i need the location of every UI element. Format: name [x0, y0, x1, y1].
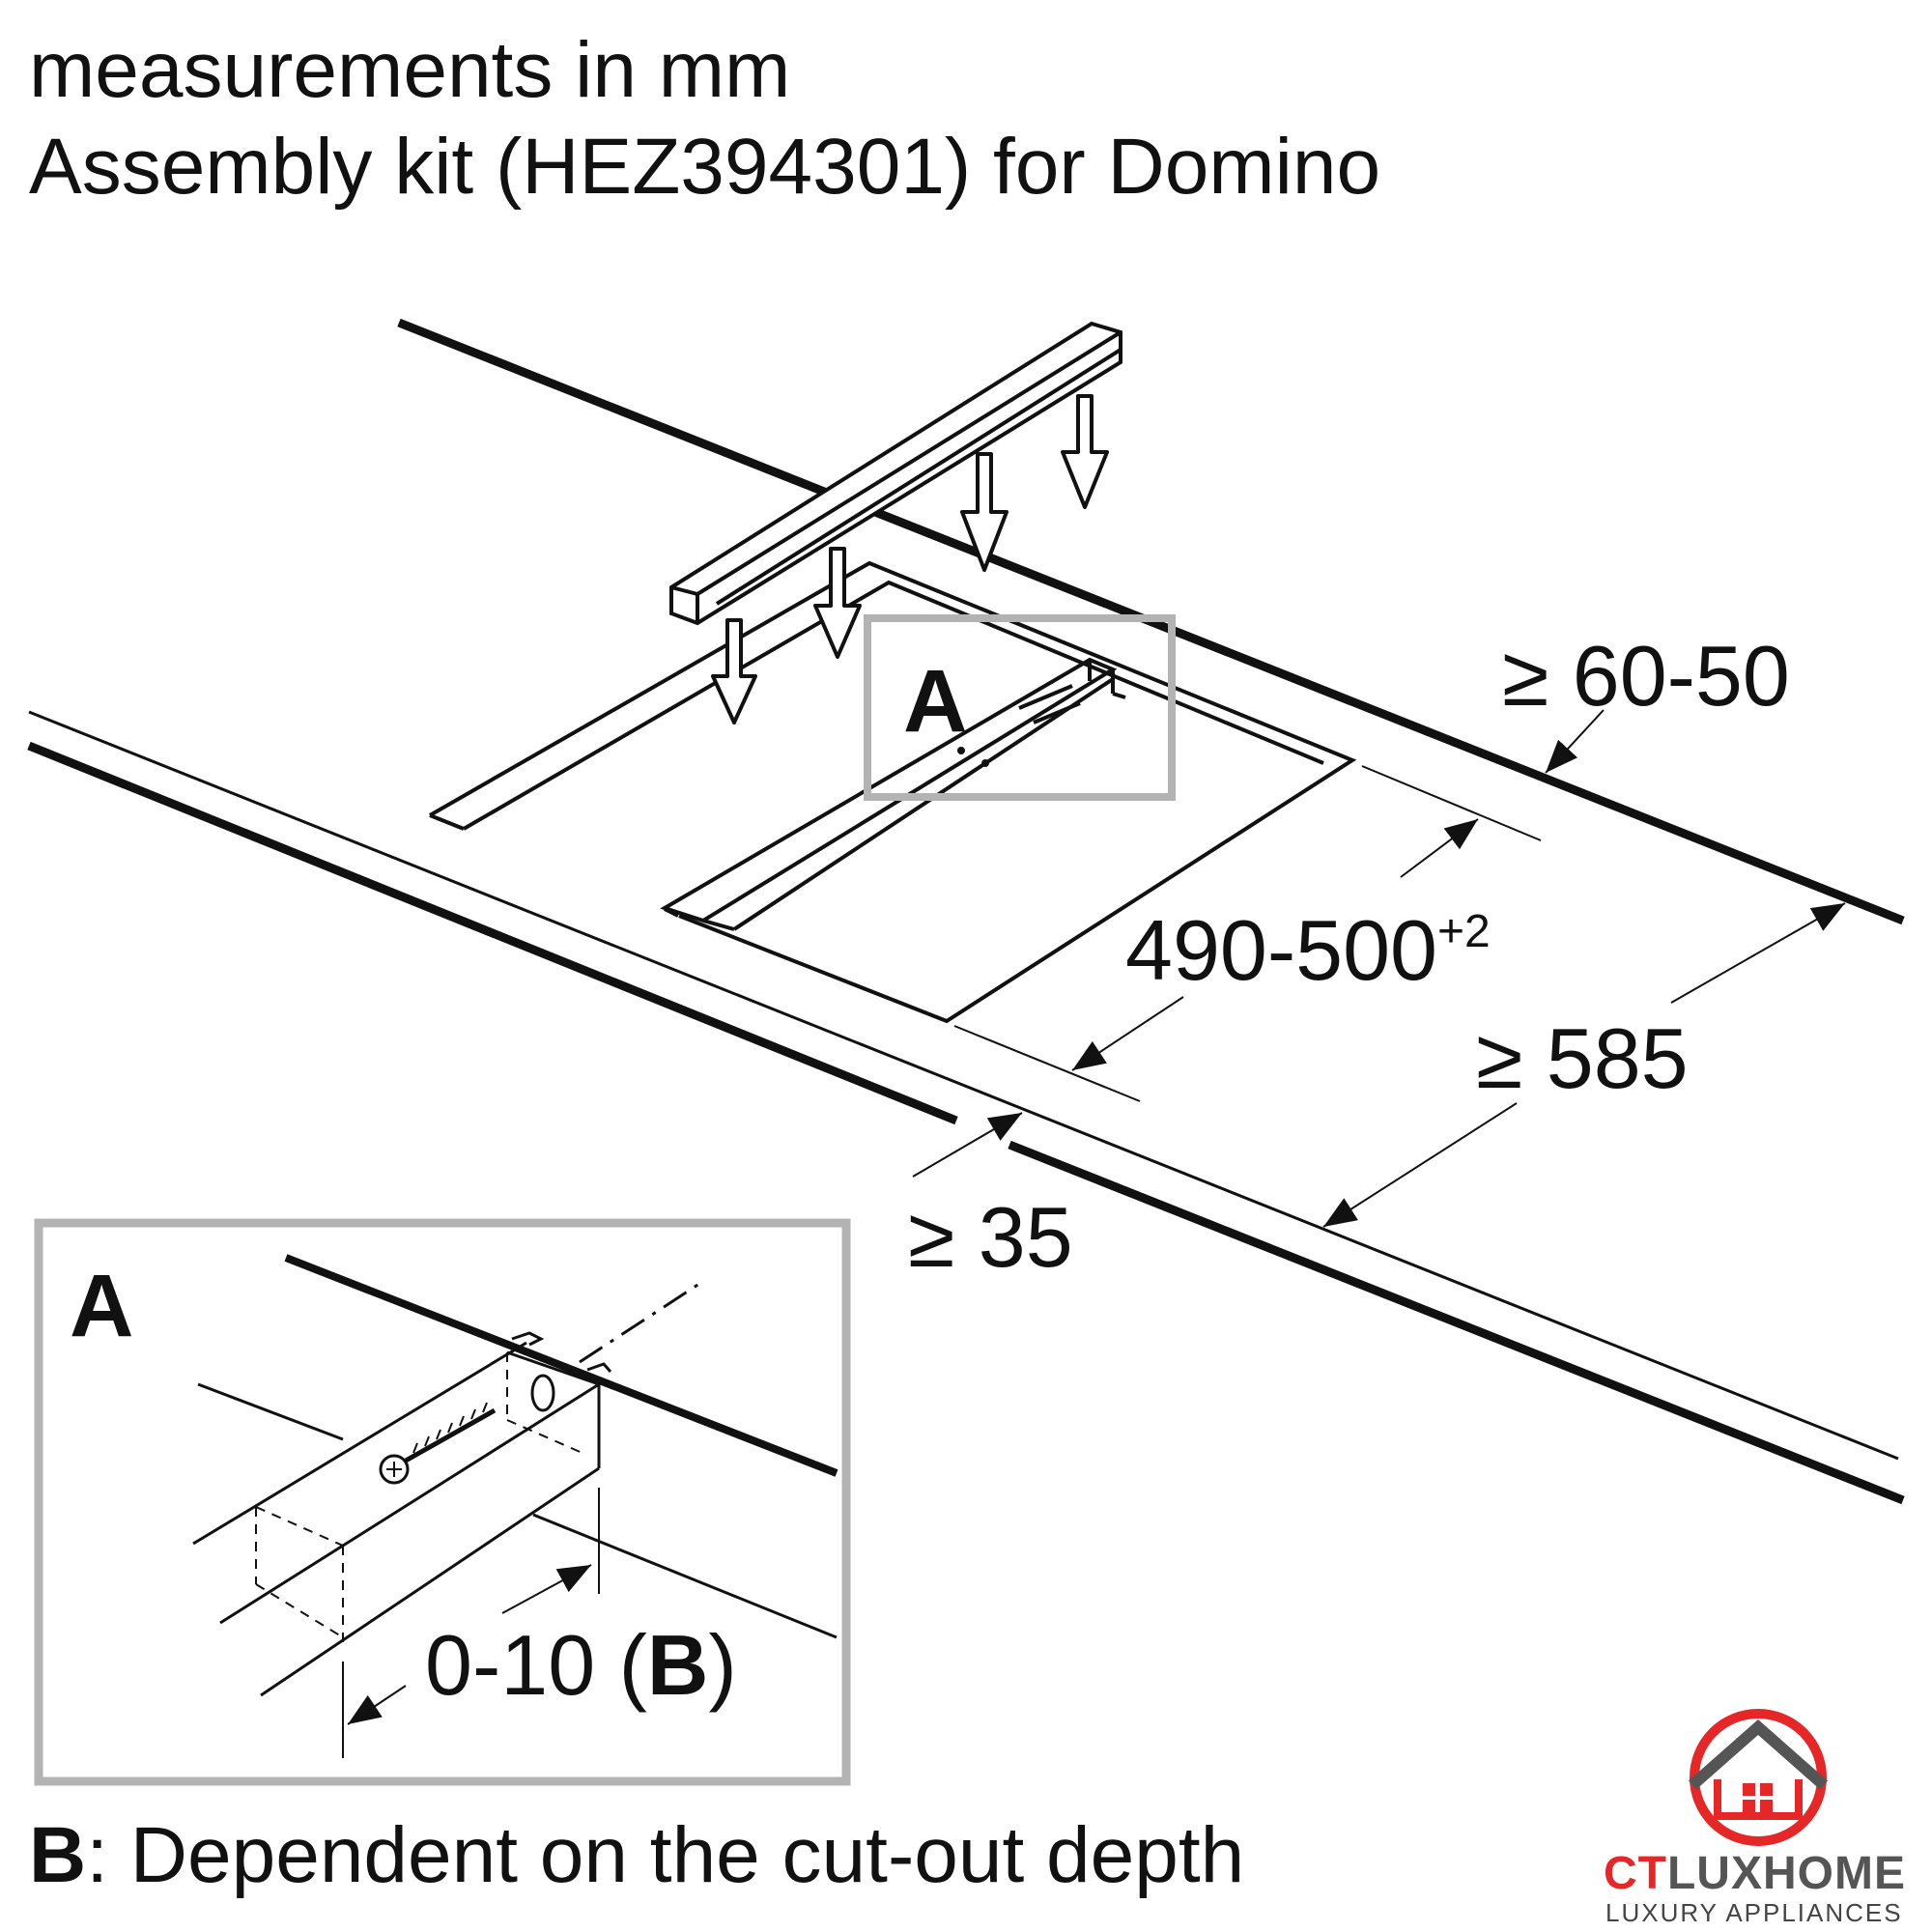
- cutout-opening: [429, 560, 1357, 1024]
- inset-screw-hole: [530, 1374, 555, 1412]
- rail-screw-hole: [981, 759, 989, 767]
- footnote-ref: B: [29, 1811, 87, 1899]
- dimension-front-gap: ≥ 35: [908, 1189, 1073, 1285]
- dimension-rear-gap: ≥ 60-50: [1502, 628, 1790, 724]
- inset-hidden-lines: [255, 1352, 585, 1642]
- worktop-front-edge: [27, 741, 958, 1125]
- logo-tagline: LUXURY APPLIANCES: [1605, 1898, 1903, 1927]
- dim-arrow-rear: [1545, 709, 1605, 774]
- logo-luxhome: LUXHOME: [1666, 1848, 1906, 1899]
- inset-dimension-lines: [342, 1488, 600, 1758]
- worktop-front-top-edge: [28, 710, 1899, 1461]
- mounting-rail-lowering: [669, 321, 1122, 626]
- logo-ct: CT: [1604, 1848, 1667, 1899]
- lowering-arrow: [711, 618, 757, 724]
- inset-dimension-offset: 0-10 (B): [425, 1623, 737, 1708]
- dim-arrow-depth-bottom: [1322, 1102, 1518, 1228]
- dimension-lines: [912, 709, 1846, 1228]
- lowering-arrow: [960, 452, 1009, 572]
- lowering-arrows: [711, 394, 1109, 724]
- dim-arrow-cutout-top: [1400, 818, 1479, 878]
- lowering-arrow: [813, 547, 862, 659]
- dimension-cutout-depth: 490-500+2: [1125, 908, 1491, 993]
- detail-a-label: A: [903, 652, 968, 751]
- diagram-title: measurements in mm: [29, 26, 791, 114]
- inset-offset-value: 0-10 (: [425, 1617, 647, 1713]
- mounting-rail-installed: [660, 657, 1126, 931]
- worktop-front-edge-right: [1008, 1140, 1905, 1505]
- inset-screw: [379, 1402, 497, 1485]
- dim-arrow-depth-top: [1670, 902, 1846, 1004]
- logo-wordmark: CTLUXHOME: [1604, 1847, 1906, 1900]
- dim-arrow-front: [912, 1112, 1023, 1178]
- inset-axis-line: [579, 1278, 706, 1364]
- inset-rail: [192, 1331, 612, 1697]
- diagram-subtitle: Assembly kit (HEZ394301) for Domino: [29, 123, 1381, 211]
- inset-worktop-edge: [284, 1254, 838, 1477]
- house-logo-icon: [1689, 1709, 1828, 1846]
- inset-dim-arrow-left: [347, 1685, 407, 1725]
- inset-a-label: A: [70, 1257, 134, 1355]
- footnote: B: Dependent on the cut-out depth: [29, 1816, 1244, 1895]
- brand-logo: CTLUXHOME LUXURY APPLIANCES: [1584, 1700, 1932, 1932]
- footnote-text: : Dependent on the cut-out depth: [86, 1811, 1245, 1899]
- inset-detail-a: [34, 1218, 851, 1786]
- dimension-cutout-depth-value: 490-500: [1125, 902, 1437, 998]
- dimension-cutout-tolerance: +2: [1436, 906, 1491, 957]
- lowering-arrow: [1061, 394, 1109, 509]
- inset-offset-close: ): [708, 1617, 737, 1713]
- inset-offset-ref: B: [646, 1617, 709, 1713]
- dim-arrow-cutout-bottom: [1071, 996, 1184, 1071]
- detail-a-highlight: [864, 614, 1176, 801]
- inset-dim-arrow-right: [501, 1564, 592, 1614]
- rail-screw-hole: [957, 747, 965, 754]
- dimension-worktop-depth: ≥ 585: [1476, 1010, 1689, 1106]
